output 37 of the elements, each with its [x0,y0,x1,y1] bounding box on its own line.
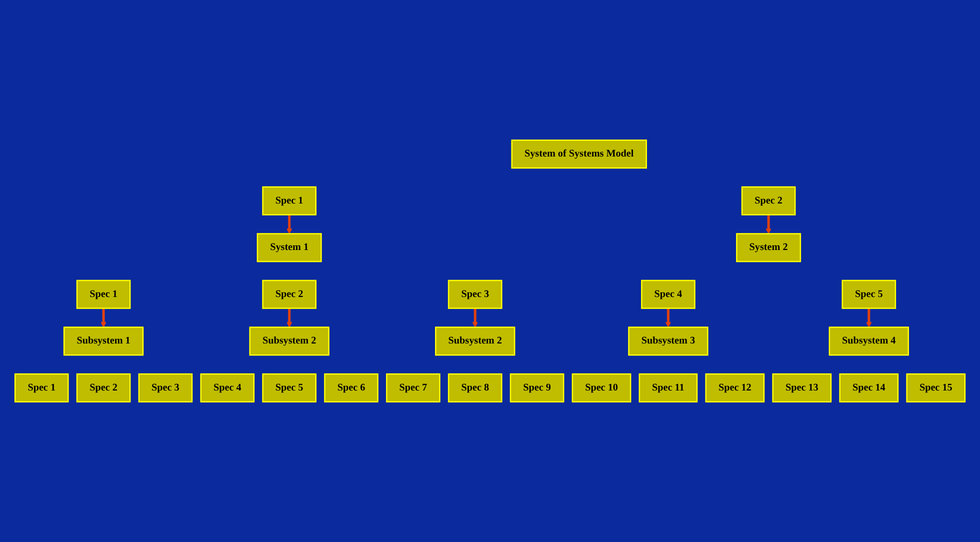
node-box: Spec 8 [448,373,502,402]
node-box: Spec 1 [262,186,316,216]
arrow [665,308,671,328]
node-box: Spec 2 [262,280,316,309]
arrow [472,308,478,328]
node-box: Spec 6 [324,373,378,402]
arrow [766,214,772,234]
node-box: Spec 3 [448,280,502,309]
node-box: Subsystem 2 [435,326,516,356]
node-box: Spec 13 [772,373,832,402]
node-box: Spec 1 [76,280,131,309]
node-box: Spec 12 [705,373,765,402]
node-box: Subsystem 1 [63,326,144,356]
node-box: Spec 7 [386,373,440,402]
node-box: System 2 [736,233,802,262]
arrow [866,308,872,328]
node-box: Spec 5 [842,280,896,309]
node-box: System of Systems Model [511,140,647,169]
node-box: Spec 4 [200,373,255,402]
node-box: Spec 9 [510,373,564,402]
node-box: Subsystem 3 [628,326,708,356]
node-box: Subsystem 2 [249,326,330,356]
arrow [286,214,292,234]
node-box: Subsystem 4 [828,326,909,356]
arrow [286,308,292,328]
node-box: Spec 3 [138,373,193,402]
arrow [100,308,106,328]
node-box: Spec 1 [14,373,69,402]
node-box: Spec 11 [638,373,698,402]
node-box: Spec 10 [572,373,632,402]
node-box: System 1 [256,233,322,262]
node-box: Spec 2 [76,373,131,402]
node-box: Spec 15 [906,373,966,402]
node-box: Spec 14 [839,373,899,402]
node-box: Spec 2 [741,186,796,216]
node-box: Spec 5 [262,373,316,402]
node-box: Spec 4 [641,280,696,309]
